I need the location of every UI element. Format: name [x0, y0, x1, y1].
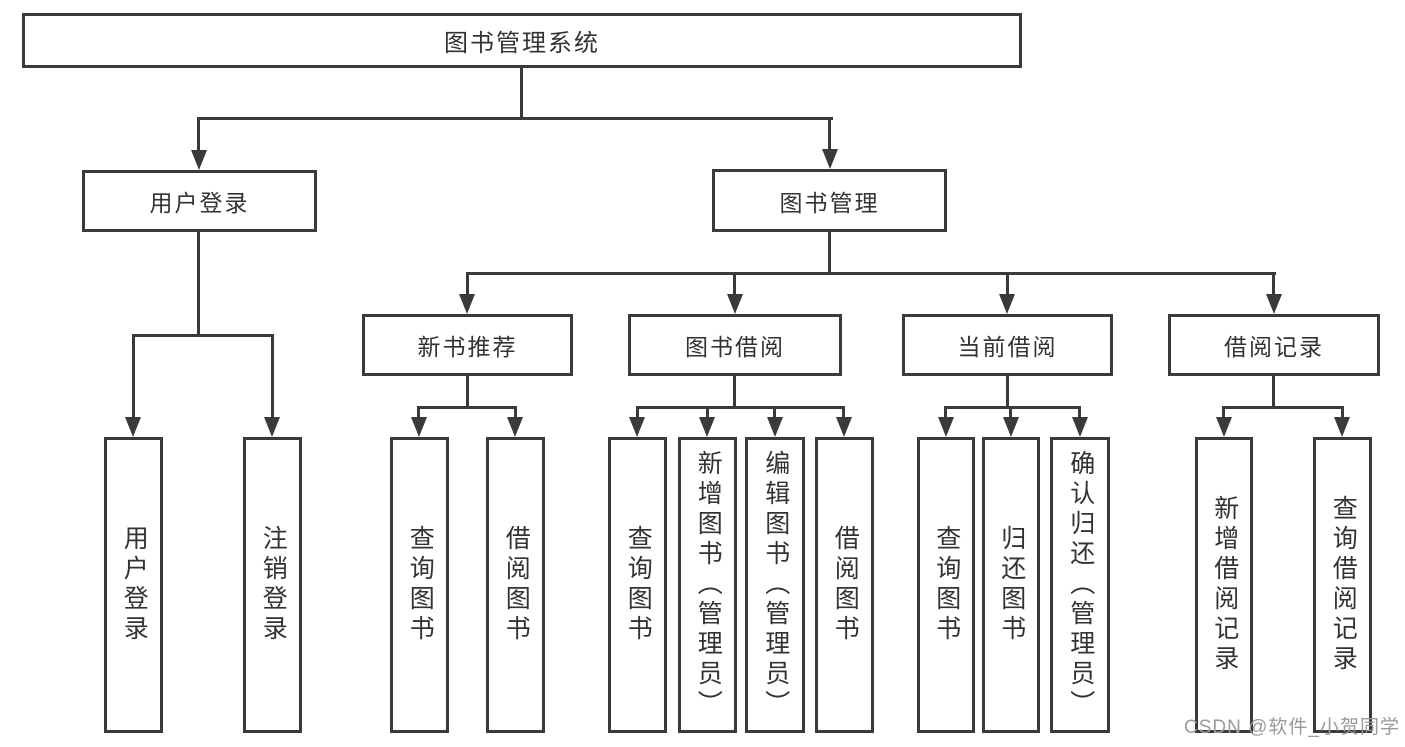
leaf-query-books-borrow-label: 查询图书 [624, 525, 653, 645]
leaf-query-books-current-label: 查询图书 [932, 525, 961, 645]
connector-line [944, 406, 1081, 409]
arrow-down-icon [1216, 417, 1232, 437]
connector-line [944, 406, 947, 419]
leaf-query-borrow-record-label: 查询借阅记录 [1329, 495, 1358, 675]
connector-line [271, 334, 274, 419]
connector-line [1009, 406, 1012, 419]
leaf-borrow-books-recommend: 借阅图书 [486, 437, 545, 733]
connector-line [1222, 406, 1225, 419]
connector-line [733, 376, 736, 409]
connector-line [466, 272, 1276, 275]
connector-line [197, 117, 833, 120]
leaf-return-books: 归还图书 [982, 437, 1040, 733]
leaf-query-books-current: 查询图书 [917, 437, 975, 733]
arrow-down-icon [727, 294, 743, 314]
node-book-borrow: 图书借阅 [628, 314, 842, 376]
arrow-down-icon [264, 417, 280, 437]
leaf-borrow-books: 借阅图书 [815, 437, 874, 733]
arrow-down-icon [822, 149, 838, 169]
arrow-down-icon [938, 417, 954, 437]
leaf-query-books-borrow: 查询图书 [608, 437, 667, 733]
node-new-book-recommend: 新书推荐 [362, 314, 573, 376]
connector-line [733, 272, 736, 296]
connector-line [636, 406, 845, 409]
connector-line [520, 68, 523, 120]
arrow-down-icon [191, 150, 207, 170]
leaf-add-book-admin: 新增图书（管理员） [678, 437, 737, 733]
connector-line [1222, 406, 1344, 409]
node-current-borrow-label: 当前借阅 [957, 334, 1058, 360]
connector-line [514, 406, 517, 419]
leaf-query-books-recommend-label: 查询图书 [406, 525, 435, 645]
leaf-logout-label: 注销登录 [259, 525, 288, 645]
connector-line [706, 406, 709, 419]
node-root-label: 图书管理系统 [444, 30, 600, 57]
arrow-down-icon [507, 417, 523, 437]
node-user-login: 用户登录 [82, 170, 317, 232]
connector-line [466, 376, 469, 409]
arrow-down-icon [1003, 417, 1019, 437]
watermark: CSDN @软件_小贺同学 [1184, 717, 1400, 738]
leaf-borrow-books-label: 借阅图书 [831, 525, 860, 645]
connector-line [1272, 376, 1275, 409]
connector-line [466, 272, 469, 296]
connector-line [1341, 406, 1344, 419]
arrow-down-icon [1072, 417, 1088, 437]
leaf-user-login: 用户登录 [104, 437, 163, 733]
connector-line [828, 117, 831, 153]
arrow-down-icon [411, 417, 427, 437]
node-borrow-records: 借阅记录 [1168, 314, 1380, 376]
leaf-confirm-return-admin: 确认归还（管理员） [1050, 437, 1110, 733]
connector-line [417, 406, 420, 419]
node-book-borrow-label: 图书借阅 [685, 334, 785, 360]
connector-line [636, 406, 639, 419]
node-new-book-recommend-label: 新书推荐 [417, 334, 518, 360]
connector-line [1272, 272, 1275, 296]
node-borrow-records-label: 借阅记录 [1224, 334, 1324, 360]
leaf-add-book-admin-label: 新增图书（管理员） [694, 450, 723, 720]
node-book-management: 图书管理 [712, 169, 947, 232]
arrow-down-icon [1334, 417, 1350, 437]
leaf-edit-book-admin: 编辑图书（管理员） [745, 437, 805, 733]
leaf-add-borrow-record-label: 新增借阅记录 [1210, 495, 1239, 675]
connector-line [417, 406, 517, 409]
connector-line [842, 406, 845, 419]
connector-line [132, 334, 274, 337]
leaf-logout: 注销登录 [243, 437, 302, 733]
arrow-down-icon [459, 294, 475, 314]
leaf-query-borrow-record: 查询借阅记录 [1313, 437, 1372, 733]
connector-line [828, 232, 831, 275]
leaf-query-books-recommend: 查询图书 [390, 437, 449, 733]
connector-line [773, 406, 776, 419]
connector-line [1006, 272, 1009, 296]
arrow-down-icon [125, 417, 141, 437]
node-book-management-label: 图书管理 [779, 189, 880, 216]
connector-line [1078, 406, 1081, 419]
connector-line [1006, 376, 1009, 409]
arrow-down-icon [699, 417, 715, 437]
node-root: 图书管理系统 [22, 13, 1022, 68]
node-user-login-label: 用户登录 [149, 190, 250, 216]
arrow-down-icon [629, 417, 645, 437]
leaf-user-login-label: 用户登录 [120, 525, 149, 645]
connector-line [132, 334, 135, 419]
leaf-confirm-return-admin-label: 确认归还（管理员） [1066, 450, 1095, 720]
arrow-down-icon [999, 294, 1015, 314]
leaf-return-books-label: 归还图书 [997, 525, 1026, 645]
leaf-add-borrow-record: 新增借阅记录 [1195, 437, 1253, 733]
connector-line [197, 232, 200, 336]
arrow-down-icon [1266, 294, 1282, 314]
leaf-edit-book-admin-label: 编辑图书（管理员） [761, 450, 790, 720]
arrow-down-icon [836, 417, 852, 437]
node-current-borrow: 当前借阅 [902, 314, 1113, 376]
leaf-borrow-books-recommend-label: 借阅图书 [502, 525, 531, 645]
arrow-down-icon [767, 417, 783, 437]
connector-line [197, 117, 200, 154]
